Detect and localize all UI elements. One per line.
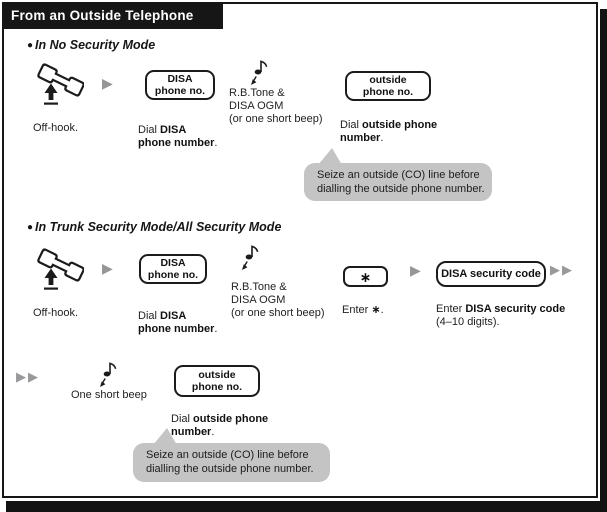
text-run: DISA — [160, 124, 187, 136]
bubble-tail-icon — [150, 428, 180, 445]
page-shadow-right — [600, 9, 607, 512]
bubble-tail-icon — [315, 148, 345, 165]
seize-line-note-bubble: Seize an outside (CO) line before dialli… — [304, 163, 492, 201]
eighth-note-icon — [250, 59, 269, 91]
box-line: phone no. — [191, 381, 243, 393]
text-run: Enter — [342, 304, 372, 316]
text-run: DISA OGM — [231, 294, 286, 306]
text-run: (or one short beep) — [229, 113, 323, 125]
text-run: outside phone — [362, 119, 438, 131]
flow-arrow-icon: ▶ — [102, 260, 113, 276]
offhook-label: Off-hook. — [33, 122, 79, 134]
double-arrow-icon: ▶▶ — [550, 262, 574, 277]
enter-code-label: Enter DISA security code (4–10 digits). — [436, 303, 565, 329]
text-run: phone number — [138, 137, 215, 149]
star-key-glyph: ∗ — [359, 268, 372, 285]
text-run: (4–10 digits). — [436, 316, 500, 328]
text-run: (or one short beep) — [231, 307, 325, 319]
section-heading-trunk-security: ●In Trunk Security Mode/All Security Mod… — [27, 220, 281, 234]
bullet-icon: ● — [27, 40, 34, 51]
text-run: ∗ — [371, 304, 381, 316]
handset-offhook-icon — [36, 62, 85, 113]
box-line: outside — [198, 369, 236, 381]
star-key-box: ∗ — [343, 266, 388, 287]
section-heading-text: In Trunk Security Mode/All Security Mode — [35, 220, 282, 234]
text-run: DISA OGM — [229, 100, 284, 112]
text-run: number — [340, 132, 381, 144]
text-run: Dial — [340, 119, 363, 131]
handset-offhook-icon — [36, 247, 85, 298]
page-title-bar: From an Outside Telephone — [2, 2, 223, 29]
disa-security-code-box: DISA security code — [436, 261, 546, 287]
text-run: R.B.Tone & — [231, 281, 287, 293]
dial-outside-label: Dial outside phone number. — [171, 413, 268, 439]
text-run: Enter — [436, 303, 466, 315]
flow-arrow-icon: ▶ — [102, 75, 113, 91]
text-run: . — [214, 323, 218, 335]
box-line: DISA — [160, 257, 186, 269]
box-line: phone no. — [362, 86, 414, 98]
text-run: outside phone — [193, 413, 269, 425]
text-run: Dial — [138, 124, 161, 136]
text-run: Dial — [171, 413, 194, 425]
text-run: dialling the outside phone number. — [317, 183, 485, 195]
text-run: . — [380, 132, 384, 144]
eighth-note-icon — [99, 361, 118, 393]
eighth-note-icon — [241, 244, 260, 276]
double-arrow-icon: ▶▶ — [16, 369, 40, 384]
seize-line-note-bubble: Seize an outside (CO) line before dialli… — [133, 443, 330, 482]
one-short-beep-label: One short beep — [71, 389, 147, 401]
tone-label: R.B.Tone & DISA OGM (or one short beep) — [231, 281, 325, 320]
box-line: DISA security code — [441, 268, 541, 280]
section-heading-no-security: ●In No Security Mode — [27, 38, 155, 52]
dial-disa-label: Dial DISA phone number. — [138, 124, 217, 150]
page-shadow-bottom — [6, 501, 607, 512]
dial-outside-label: Dial outside phone number. — [340, 119, 437, 145]
text-run: DISA — [160, 310, 187, 322]
page-title: From an Outside Telephone — [11, 8, 194, 23]
flow-arrow-icon: ▶ — [410, 262, 421, 278]
box-line: phone no. — [147, 269, 199, 281]
box-line: phone no. — [154, 85, 206, 97]
text-run: . — [211, 426, 215, 438]
text-run: Dial — [138, 310, 161, 322]
text-run: number — [171, 426, 212, 438]
text-run: dialling the outside phone number. — [146, 463, 314, 475]
dial-disa-label: Dial DISA phone number. — [138, 310, 217, 336]
tone-label: R.B.Tone & DISA OGM (or one short beep) — [229, 87, 323, 126]
enter-star-label: Enter ∗. — [342, 304, 384, 317]
text-run: phone number — [138, 323, 215, 335]
text-run: Seize an outside (CO) line before — [317, 169, 480, 181]
text-run: . — [214, 137, 218, 149]
offhook-label: Off-hook. — [33, 307, 79, 319]
box-line: outside — [369, 74, 407, 86]
section-heading-text: In No Security Mode — [35, 38, 156, 52]
text-run: Seize an outside (CO) line before — [146, 449, 309, 461]
text-run: DISA security code — [465, 303, 566, 315]
box-line: DISA — [167, 73, 193, 85]
text-run: R.B.Tone & — [229, 87, 285, 99]
page-frame — [2, 2, 598, 498]
text-run: . — [380, 304, 384, 316]
bullet-icon: ● — [27, 222, 34, 233]
